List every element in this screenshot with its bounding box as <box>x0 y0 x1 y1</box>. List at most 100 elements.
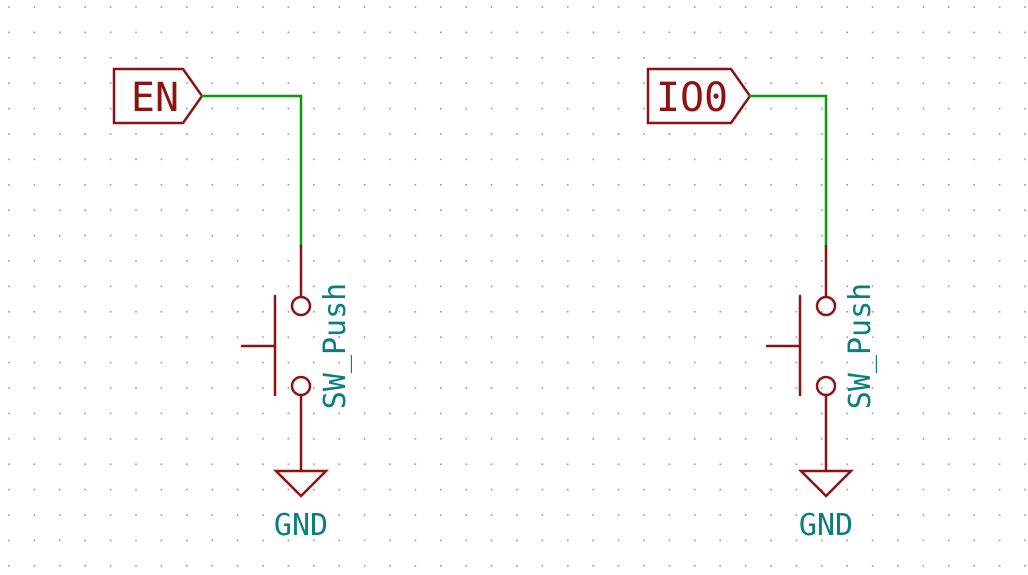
grid-dot <box>160 31 163 34</box>
grid-dot <box>8 514 10 516</box>
grid-dot <box>389 514 391 516</box>
grid-dot <box>8 565 10 567</box>
grid-dot <box>744 387 747 389</box>
grid-dot <box>287 158 290 161</box>
grid-dot <box>59 539 61 542</box>
ground-symbol-icon[interactable] <box>272 469 330 498</box>
grid-dot <box>287 209 290 211</box>
grid-dot <box>363 234 366 237</box>
grid-dot <box>1024 565 1026 567</box>
grid-dot <box>440 260 442 262</box>
grid-dot <box>668 463 671 465</box>
grid-dot <box>744 514 747 516</box>
grid-dot <box>160 82 163 84</box>
grid-dot <box>668 565 671 567</box>
grid-dot <box>490 158 493 161</box>
grid-dot <box>490 6 493 8</box>
grid-dot <box>186 184 188 186</box>
grid-dot <box>948 209 950 211</box>
grid-dot <box>287 463 290 465</box>
grid-dot <box>465 57 467 59</box>
grid-dot <box>846 209 848 211</box>
grid-dot <box>135 133 137 135</box>
grid-dot <box>414 514 417 516</box>
grid-dot <box>694 336 696 338</box>
grid-dot <box>490 57 493 59</box>
grid-dot <box>744 57 747 59</box>
grid-dot <box>795 31 798 34</box>
grid-dot <box>516 514 518 516</box>
grid-dot <box>389 488 391 491</box>
grid-dot <box>211 514 213 516</box>
grid-dot <box>389 463 391 465</box>
grid-dot <box>414 361 417 364</box>
grid-dot <box>567 260 569 262</box>
grid-dot <box>770 539 772 542</box>
grid-dot <box>363 6 366 8</box>
grid-dot <box>744 184 747 186</box>
wire-en[interactable] <box>200 94 303 248</box>
grid-dot <box>516 387 518 389</box>
grid-dot <box>846 31 848 34</box>
grid-dot <box>1024 209 1026 211</box>
grid-dot <box>795 565 798 567</box>
grid-dot <box>135 336 137 338</box>
grid-dot <box>821 184 823 186</box>
grid-dot <box>821 539 823 542</box>
grid-dot <box>897 387 899 389</box>
grid-dot <box>186 82 188 84</box>
grid-dot <box>643 133 645 135</box>
grid-dot <box>363 260 366 262</box>
grid-dot <box>287 6 290 8</box>
grid-dot <box>821 311 823 313</box>
grid-dot <box>821 158 823 161</box>
grid-dot <box>490 387 493 389</box>
grid-dot <box>287 107 290 110</box>
push-switch-io0[interactable] <box>765 244 837 473</box>
grid-dot <box>287 514 290 516</box>
grid-dot <box>338 336 340 338</box>
grid-dot <box>8 209 10 211</box>
grid-dot <box>363 361 366 364</box>
grid-dot <box>592 260 594 262</box>
grid-dot <box>744 82 747 84</box>
grid-dot <box>465 82 467 84</box>
grid-dot <box>516 57 518 59</box>
grid-dot <box>211 57 213 59</box>
grid-dot <box>795 463 798 465</box>
grid-dot <box>186 387 188 389</box>
grid-dot <box>719 361 721 364</box>
grid-dot <box>643 82 645 84</box>
grid-dot <box>846 387 848 389</box>
grid-dot <box>592 336 594 338</box>
grid-dot <box>262 107 264 110</box>
grid-dot <box>33 260 36 262</box>
grid-dot <box>313 463 315 465</box>
wire-io0[interactable] <box>748 94 828 248</box>
grid-dot <box>897 285 899 288</box>
grid-dot <box>287 361 290 364</box>
push-switch-en[interactable] <box>240 244 312 473</box>
grid-dot <box>84 31 86 34</box>
grid-dot <box>1024 133 1026 135</box>
grid-dot <box>313 387 315 389</box>
grid-dot <box>465 184 467 186</box>
grid-dot <box>617 184 620 186</box>
grid-dot <box>211 488 213 491</box>
grid-dot <box>592 184 594 186</box>
grid-dot <box>363 133 366 135</box>
grid-dot <box>211 463 213 465</box>
grid-dot <box>109 336 112 338</box>
ground-symbol-icon[interactable] <box>797 469 855 498</box>
grid-dot <box>897 361 899 364</box>
net-label-io0-flag[interactable] <box>646 67 752 125</box>
grid-dot <box>59 311 61 313</box>
grid-dot <box>389 565 391 567</box>
grid-dot <box>84 336 86 338</box>
grid-dot <box>795 412 798 415</box>
grid-dot <box>363 209 366 211</box>
grid-dot <box>287 31 290 34</box>
net-label-en-flag[interactable] <box>112 67 204 125</box>
grid-dot <box>490 361 493 364</box>
grid-dot <box>694 133 696 135</box>
